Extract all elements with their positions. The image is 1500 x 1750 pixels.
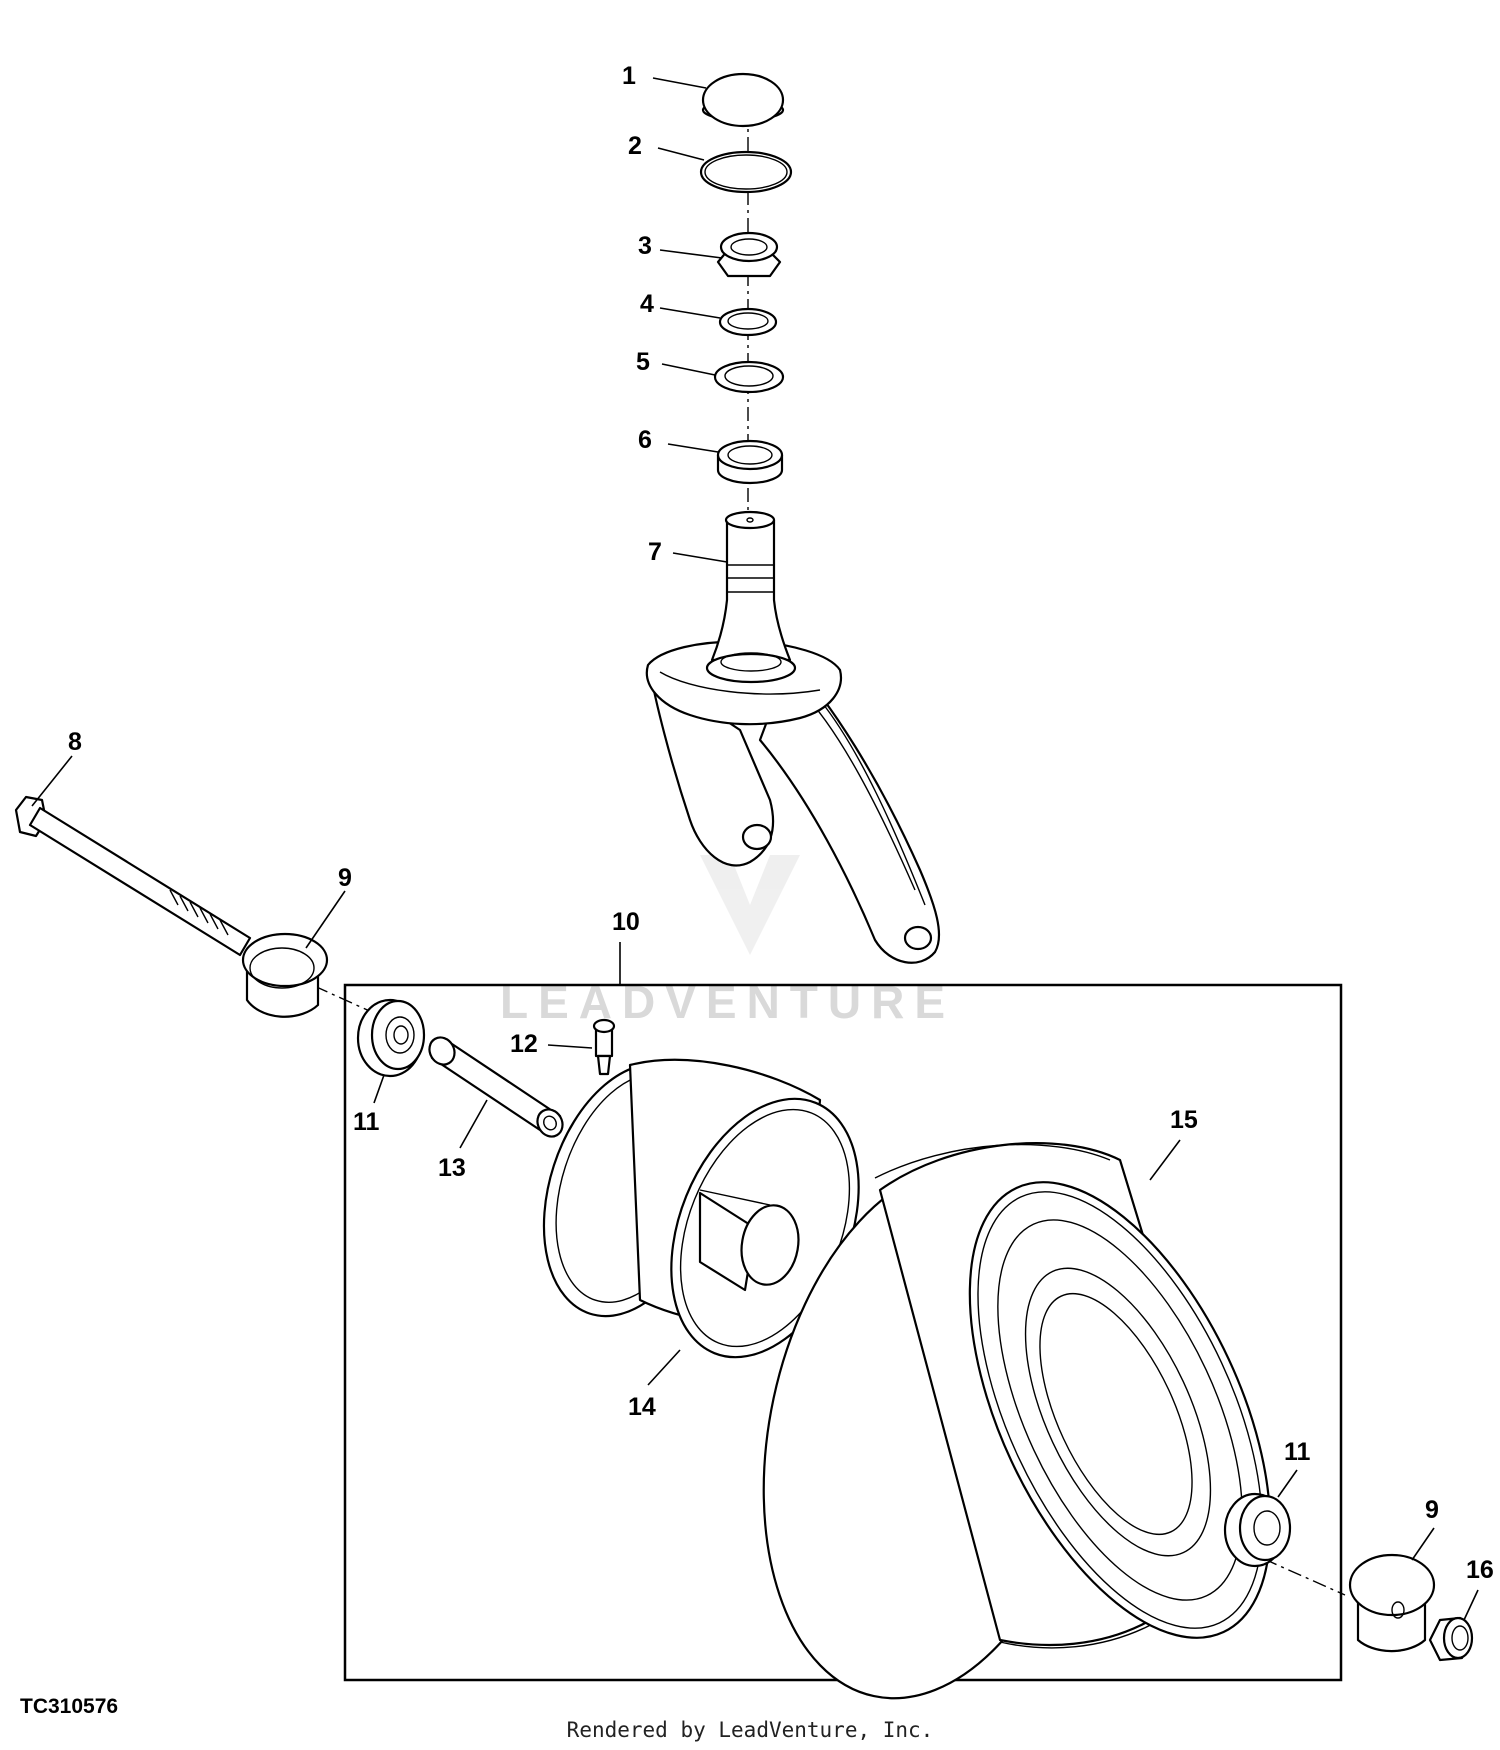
leader-lines bbox=[31, 77, 1479, 1621]
callout-13: 13 bbox=[438, 1154, 466, 1182]
callout-9-right: 9 bbox=[1425, 1496, 1439, 1524]
caster-fork bbox=[645, 510, 941, 964]
large-washer bbox=[713, 360, 785, 394]
grease-fitting bbox=[592, 1018, 616, 1076]
callout-16: 16 bbox=[1466, 1556, 1494, 1584]
callout-8: 8 bbox=[68, 728, 82, 756]
axle-nut bbox=[1428, 1616, 1474, 1662]
callout-3: 3 bbox=[638, 232, 652, 260]
callout-11-left: 11 bbox=[353, 1108, 380, 1136]
drawing-code: TC310576 bbox=[20, 1695, 119, 1718]
callout-11-right: 11 bbox=[1284, 1438, 1311, 1466]
axle-bolt bbox=[14, 795, 252, 957]
callout-5: 5 bbox=[636, 348, 650, 376]
spacer-right bbox=[1348, 1553, 1436, 1653]
spacer-left bbox=[241, 932, 329, 1018]
small-washer bbox=[718, 307, 778, 337]
callout-10: 10 bbox=[612, 908, 640, 936]
wheel-rim bbox=[542, 1058, 860, 1359]
o-ring-inner bbox=[704, 154, 788, 190]
callout-1: 1 bbox=[622, 62, 636, 90]
dust-cap bbox=[701, 72, 785, 128]
tire bbox=[762, 1142, 1272, 1700]
rendered-by-credit: Rendered by LeadVenture, Inc. bbox=[566, 1718, 934, 1742]
lock-nut bbox=[716, 231, 782, 278]
axle-sleeve bbox=[428, 1036, 564, 1138]
callout-12: 12 bbox=[510, 1030, 538, 1058]
spindle-bearing bbox=[716, 439, 784, 485]
wheel-bearing-left bbox=[356, 998, 426, 1078]
o-ring bbox=[699, 150, 793, 194]
callout-4: 4 bbox=[640, 290, 654, 318]
callout-2: 2 bbox=[628, 132, 642, 160]
callout-15: 15 bbox=[1170, 1106, 1198, 1134]
callout-9: 9 bbox=[338, 864, 352, 892]
wheel-bearing-right bbox=[1223, 1492, 1292, 1568]
callout-6: 6 bbox=[638, 426, 652, 454]
callout-7: 7 bbox=[648, 538, 662, 566]
callout-labels: 1 2 3 4 5 6 7 8 9 10 12 11 13 14 15 11 9… bbox=[68, 62, 1494, 1584]
callout-14: 14 bbox=[628, 1393, 656, 1421]
